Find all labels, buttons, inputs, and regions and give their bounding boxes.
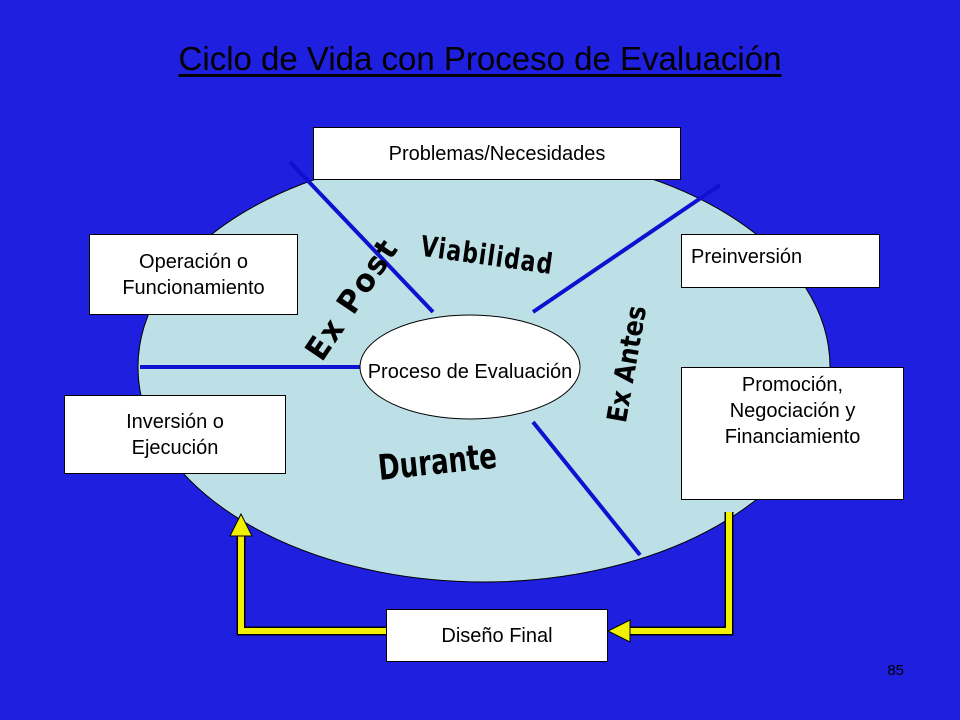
preinvestment-box: Preinversión [681, 234, 880, 288]
arrowhead-to-investment [229, 512, 253, 537]
promotion-financing-box: Promoción, Negociación y Financiamiento [681, 367, 904, 500]
arrowhead-to-final-design [606, 619, 631, 643]
evaluation-process-node [359, 314, 581, 420]
divider-ex-post-viability [288, 160, 435, 314]
segment-dividers [140, 160, 722, 557]
divider-ex-ante-during [531, 420, 642, 557]
divider-viability-ex-ante [531, 183, 722, 314]
final-design-box: Diseño Final [386, 609, 608, 662]
feedback-arrow [229, 512, 734, 643]
evaluation-process-label: Proceso de Evaluación [367, 361, 573, 383]
page-number: 85 [887, 662, 904, 679]
page-title: Ciclo de Vida con Proceso de Evaluación [178, 40, 782, 77]
operation-functioning-box: Operación o Funcionamiento [89, 234, 298, 315]
problems-needs-box: Problemas/Necesidades [313, 127, 681, 180]
investment-execution-box: Inversión o Ejecución [64, 395, 286, 474]
